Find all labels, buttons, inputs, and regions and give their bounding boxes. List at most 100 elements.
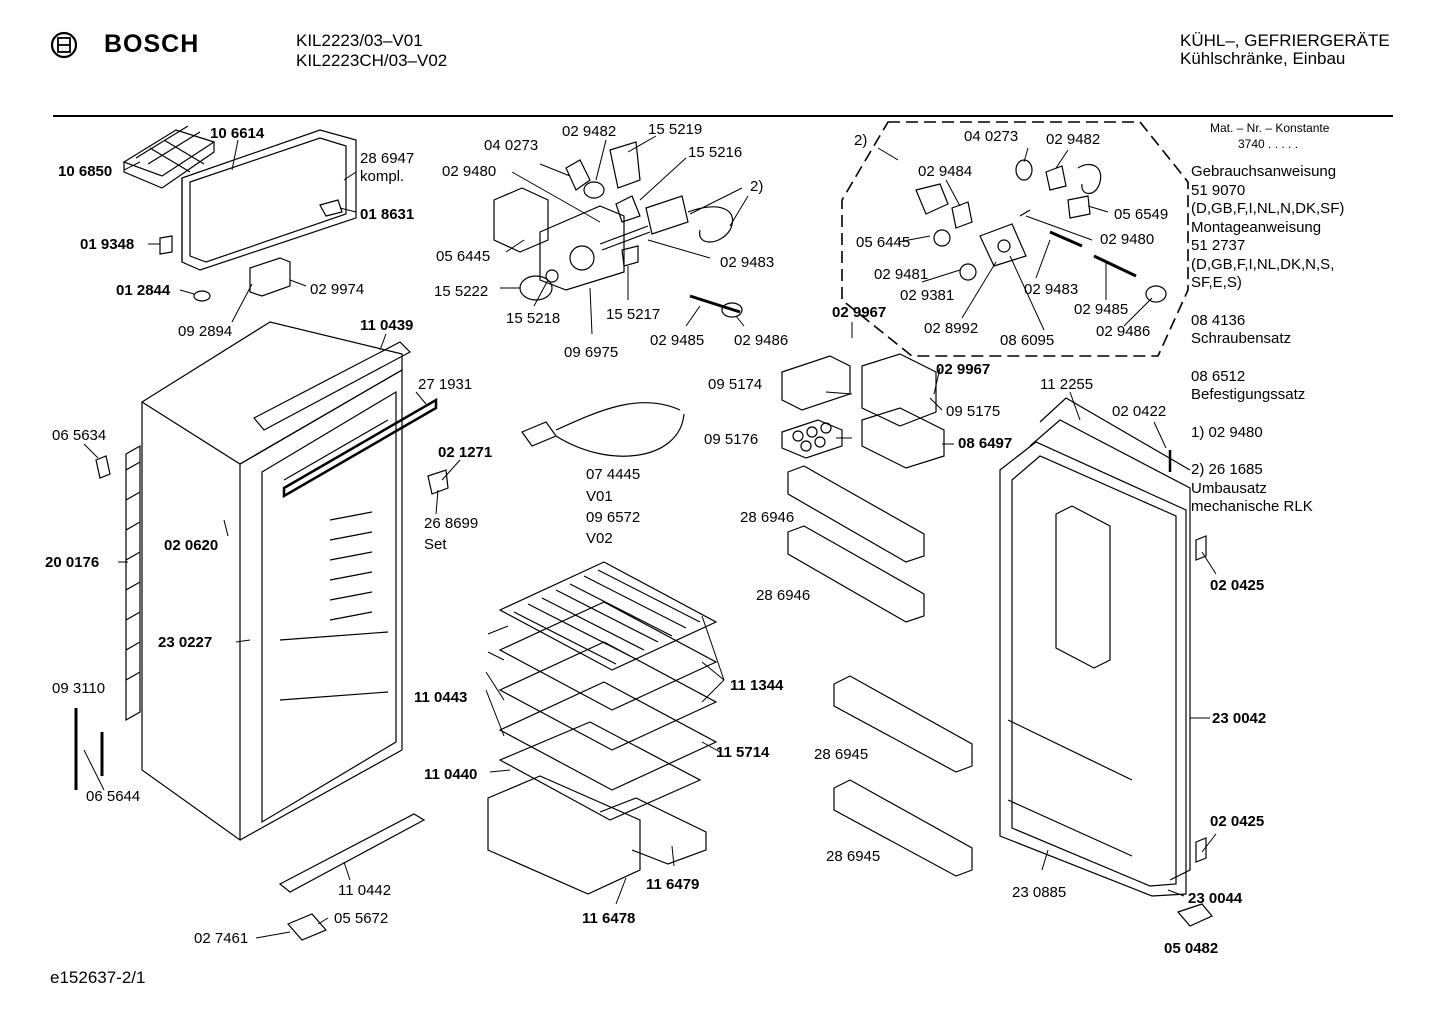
part-label: 08 6095 <box>1000 332 1055 349</box>
part-label: 11 0440 <box>424 766 478 783</box>
part-label: 06 5634 <box>52 427 107 444</box>
part-label: 2) <box>750 178 764 195</box>
part-label: 06 5644 <box>86 788 141 805</box>
part-label: 02 0422 <box>1112 403 1167 420</box>
model-number-2: KIL2223CH/03–V02 <box>296 51 448 70</box>
part-label: 02 9974 <box>310 281 365 298</box>
part-label: 02 9480 <box>442 163 497 180</box>
note-line: Schraubensatz <box>1191 330 1292 347</box>
part-label: 15 5218 <box>506 310 561 327</box>
part-label: 02 0425 <box>1210 813 1265 830</box>
part-label: 02 0425 <box>1210 577 1265 594</box>
category-title: KÜHL–, GEFRIERGERÄTE <box>1180 31 1390 50</box>
part-label: 20 0176 <box>45 554 100 571</box>
part-label: 02 9967 <box>936 361 991 378</box>
note-line: Montageanweisung <box>1191 218 1322 236</box>
part-label: 02 9483 <box>1024 281 1079 298</box>
note-line: 51 9070 <box>1191 181 1246 199</box>
part-label: 02 9481 <box>874 266 929 283</box>
part-label: 11 0442 <box>338 882 392 899</box>
part-label: 02 9480 <box>1100 231 1155 248</box>
sidebar-notes: Gebrauchsanweisung 51 9070 (D,GB,F,I,NL,… <box>1191 163 1344 517</box>
note-line: (D,GB,F,I,NL,DK,N,S, <box>1191 255 1335 273</box>
part-label: 02 9381 <box>900 287 955 304</box>
part-label: 09 2894 <box>178 323 233 340</box>
note-line: Umbausatz <box>1191 479 1267 497</box>
part-label: 01 9348 <box>80 236 135 253</box>
part-label: 02 0620 <box>164 537 219 554</box>
part-label: 09 5175 <box>946 403 1001 420</box>
part-label: 09 5174 <box>708 376 763 393</box>
part-label: 09 6572 <box>586 509 641 526</box>
part-label: 05 6445 <box>436 248 491 265</box>
part-label: 08 6497 <box>958 435 1013 452</box>
part-label: 15 5216 <box>688 144 743 161</box>
part-label: 23 0044 <box>1188 890 1243 907</box>
part-label: 07 4445 <box>586 466 641 483</box>
part-label: 02 9485 <box>1074 301 1129 318</box>
part-label: kompl. <box>360 168 405 185</box>
part-label: 09 3110 <box>52 680 106 697</box>
model-number-1: KIL2223/03–V01 <box>296 31 423 50</box>
note-line: 2) 26 1685 <box>1191 461 1263 478</box>
part-label: 02 9482 <box>562 123 617 140</box>
part-label: 05 6445 <box>856 234 911 251</box>
note-line: SF,E,S) <box>1191 274 1242 291</box>
part-label: 28 6945 <box>814 746 869 763</box>
part-label: 11 1344 <box>730 677 784 694</box>
part-label: 23 0042 <box>1212 710 1267 727</box>
part-label: 05 5672 <box>334 910 389 927</box>
part-label: 10 6850 <box>58 163 113 180</box>
category-subtitle: Kühlschränke, Einbau <box>1180 49 1346 68</box>
note-line: (D,GB,F,I,NL,N,DK,SF) <box>1191 200 1345 217</box>
part-label: 28 6947 <box>360 150 415 167</box>
part-label: 02 7461 <box>194 930 249 947</box>
part-label: 26 8699 <box>424 515 479 532</box>
part-label: 11 6478 <box>582 910 636 927</box>
part-label: 11 0439 <box>360 317 414 334</box>
part-label: 05 6549 <box>1114 206 1169 223</box>
part-label: 02 9482 <box>1046 131 1101 148</box>
part-label: 02 9484 <box>918 163 973 180</box>
note-line: 08 4136 <box>1191 311 1246 329</box>
brand-name: BOSCH <box>104 30 200 58</box>
part-label: 11 5714 <box>716 744 770 761</box>
part-label: 28 6946 <box>756 587 811 604</box>
part-label: 23 0885 <box>1012 884 1067 901</box>
part-label: 09 6975 <box>564 344 619 361</box>
note-line: mechanische RLK <box>1191 498 1313 515</box>
note-line: 1) 02 9480 <box>1191 423 1263 441</box>
part-label: 01 2844 <box>116 282 171 299</box>
document-id: e152637-2/1 <box>50 968 146 987</box>
part-label: 02 8992 <box>924 320 979 337</box>
mat-nr-value: 3740 . . . . . <box>1238 137 1299 151</box>
header-divider <box>53 115 1393 117</box>
bosch-logo-icon <box>50 31 78 59</box>
part-label: 11 0443 <box>414 689 468 706</box>
part-label: 02 9483 <box>720 254 775 271</box>
note-line: 08 6512 <box>1191 367 1246 385</box>
part-label: 04 0273 <box>964 128 1019 145</box>
part-label: 02 9485 <box>650 332 705 349</box>
part-label: 15 5219 <box>648 121 703 138</box>
part-label: 02 9486 <box>1096 323 1151 340</box>
part-label: 28 6946 <box>740 509 795 526</box>
part-label: 27 1931 <box>418 376 473 393</box>
part-label: Set <box>424 536 447 553</box>
note-line: Befestigungssatz <box>1191 386 1306 403</box>
part-label: V02 <box>586 530 613 547</box>
part-label: 01 8631 <box>360 206 415 223</box>
part-label: 02 9486 <box>734 332 789 349</box>
part-label: 02 1271 <box>438 444 493 461</box>
part-label: 23 0227 <box>158 634 213 651</box>
part-label: 10 6614 <box>210 125 265 142</box>
part-label: 05 0482 <box>1164 940 1219 957</box>
part-label: 11 2255 <box>1040 376 1094 393</box>
part-label: V01 <box>586 488 613 505</box>
note-line: 51 2737 <box>1191 237 1246 254</box>
part-label: 2) <box>854 132 868 149</box>
part-label: 09 5176 <box>704 431 759 448</box>
part-label: 28 6945 <box>826 848 881 865</box>
part-label: 15 5222 <box>434 283 489 300</box>
